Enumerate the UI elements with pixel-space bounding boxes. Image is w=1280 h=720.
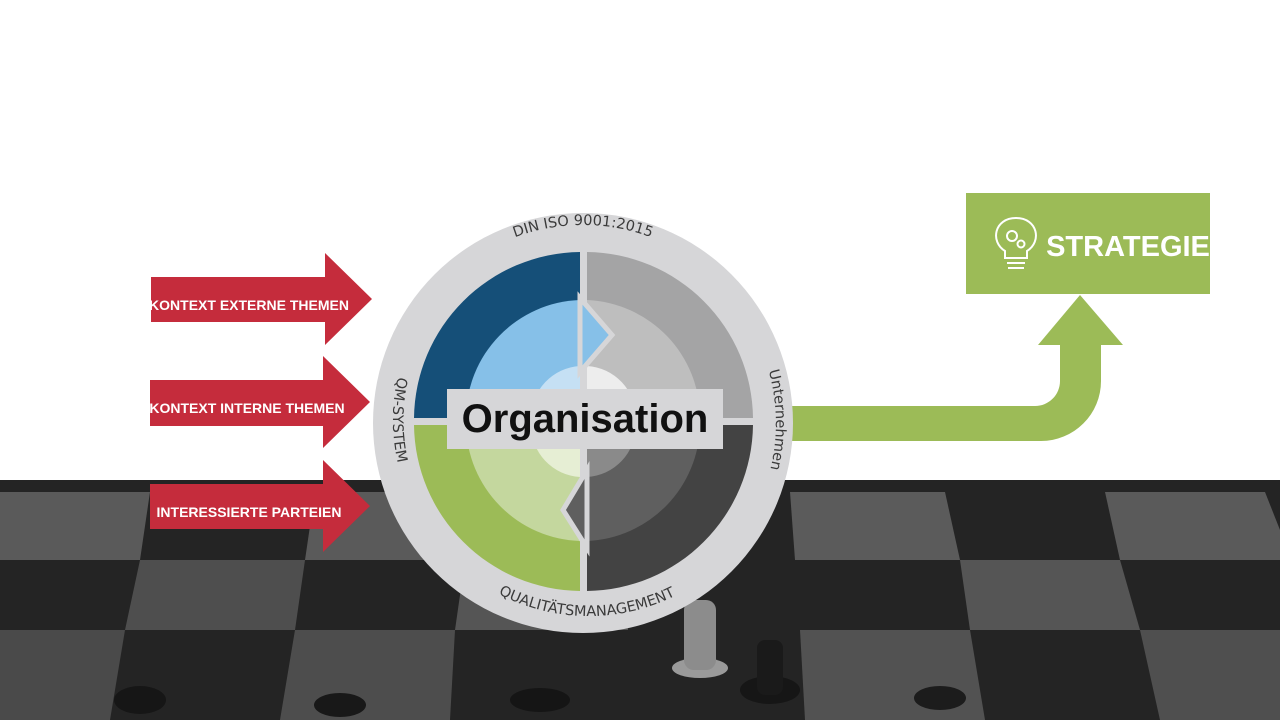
arrow-label-interne: KONTEXT INTERNE THEMEN xyxy=(149,400,344,416)
arrow-label-externe: KONTEXT EXTERNE THEMEN xyxy=(149,297,349,313)
arrow-kontext-interne: KONTEXT INTERNE THEMEN xyxy=(149,356,370,448)
center-title: Organisation xyxy=(462,397,709,441)
center-title-box xyxy=(447,389,723,449)
arrow-kontext-externe: KONTEXT EXTERNE THEMEN xyxy=(149,253,372,345)
ring-label-right: Unternehmen xyxy=(765,368,788,472)
lightbulb-gears-icon xyxy=(995,216,1037,269)
strategy-label: STRATEGIE xyxy=(1046,231,1210,263)
strategy-connector-arrow xyxy=(790,295,1123,441)
arrow-interessierte-parteien: INTERESSIERTE PARTEIEN xyxy=(150,460,370,552)
cycle-diagram: DIN ISO 9001:2015 QM-SYSTEM Unternehmen … xyxy=(373,213,793,633)
strategy-box: STRATEGIE xyxy=(966,193,1210,294)
ring-label-left: QM-SYSTEM xyxy=(389,376,410,464)
arrow-label-parteien: INTERESSIERTE PARTEIEN xyxy=(157,504,342,520)
